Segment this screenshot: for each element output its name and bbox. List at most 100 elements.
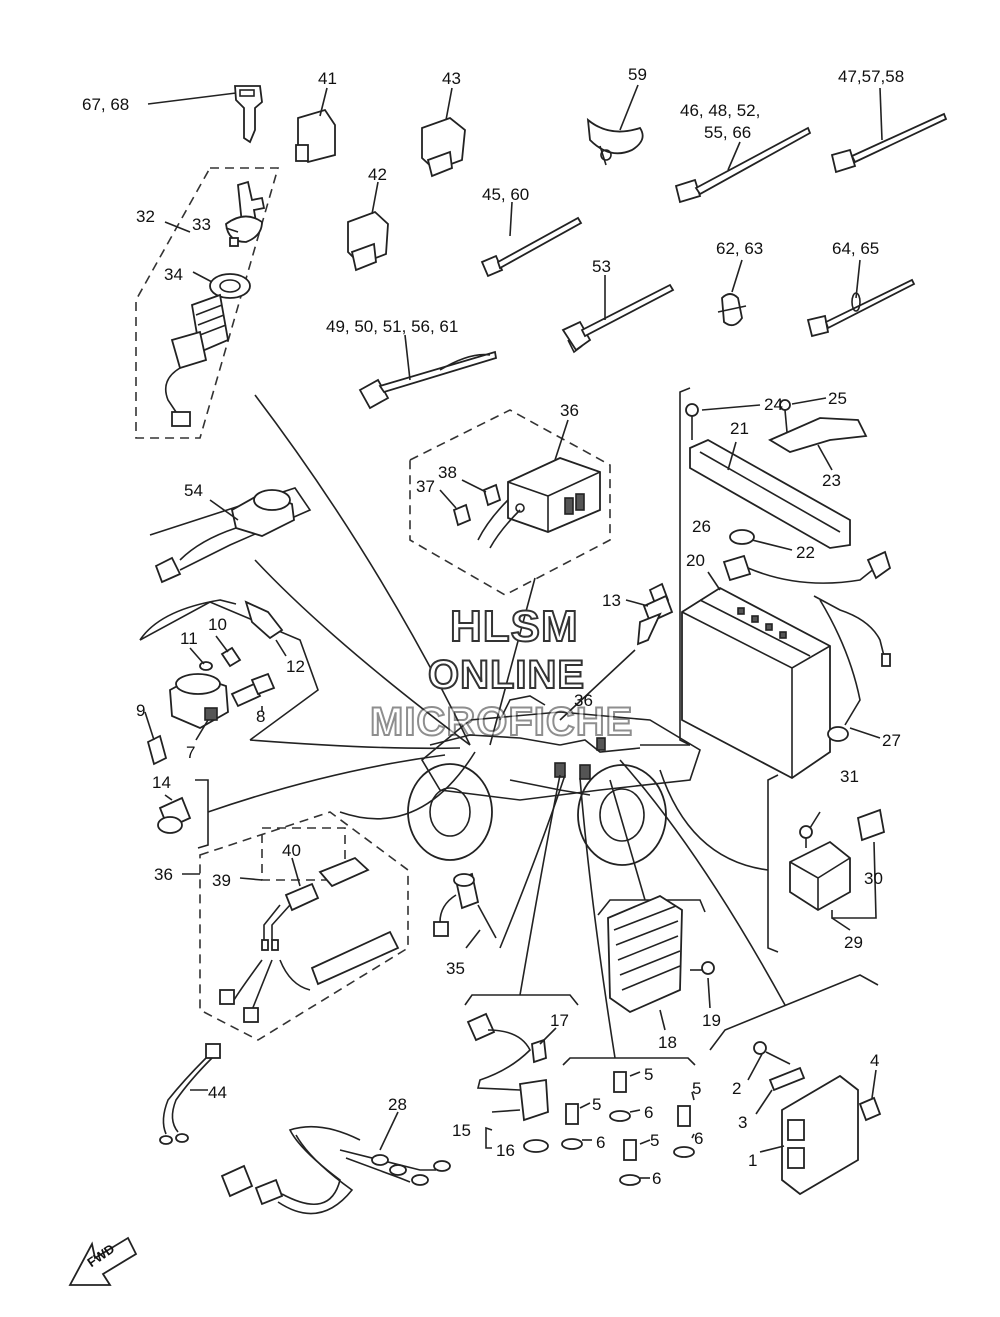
callout-5-b[interactable]: 5: [692, 1079, 702, 1098]
callout-5-d[interactable]: 5: [650, 1131, 660, 1150]
callout-43[interactable]: 43: [442, 69, 461, 88]
sub-harness-illustration: [219, 856, 400, 1023]
callout-6-b[interactable]: 6: [596, 1133, 606, 1152]
callout-34[interactable]: 34: [164, 265, 183, 284]
cable-tie-53-illustration: [561, 283, 675, 354]
callout-1[interactable]: 1: [748, 1151, 758, 1170]
callout-29[interactable]: 29: [844, 933, 863, 952]
callout-20[interactable]: 20: [686, 551, 705, 570]
callout-22[interactable]: 22: [796, 543, 815, 562]
callout-5-c[interactable]: 5: [592, 1095, 602, 1114]
callout-42[interactable]: 42: [368, 165, 387, 184]
callout-26[interactable]: 26: [692, 517, 711, 536]
callout-7[interactable]: 7: [186, 743, 196, 762]
callout-21[interactable]: 21: [730, 419, 749, 438]
atv-illustration: [407, 695, 701, 866]
key-switch-group-outline: [135, 167, 280, 439]
speed-sensor-illustration: [466, 1012, 549, 1153]
leader-neutral-switch: [499, 774, 566, 949]
callout-32[interactable]: 32: [136, 207, 155, 226]
callout-8[interactable]: 8: [256, 707, 266, 726]
callout-59[interactable]: 59: [628, 65, 647, 84]
watermark-line3: MICROFICHE: [369, 700, 634, 744]
callout-19[interactable]: 19: [702, 1011, 721, 1030]
watermark-line1: HLSM: [449, 602, 579, 651]
callout-45-60[interactable]: 45, 60: [482, 185, 530, 204]
callout-4[interactable]: 4: [870, 1051, 880, 1070]
callout-37[interactable]: 37: [416, 477, 435, 496]
battery-cover-illustration: [768, 399, 868, 453]
bolts-and-washers-illustration: [561, 1071, 695, 1186]
callout-14[interactable]: 14: [152, 773, 171, 792]
callout-38[interactable]: 38: [438, 463, 457, 482]
callout-54[interactable]: 54: [184, 481, 203, 500]
callout-41[interactable]: 41: [318, 69, 337, 88]
callout-11[interactable]: 11: [180, 629, 198, 648]
callout-28[interactable]: 28: [388, 1095, 407, 1114]
callout-53[interactable]: 53: [592, 257, 611, 276]
sub-harness-group-outline: [199, 811, 409, 1041]
callout-35[interactable]: 35: [446, 959, 465, 978]
callout-16[interactable]: 16: [496, 1141, 515, 1160]
callout-40[interactable]: 40: [282, 841, 301, 860]
callout-36-fuse-box[interactable]: 36: [560, 401, 579, 420]
callout-49-50-51-56-61[interactable]: 49, 50, 51, 56, 61: [326, 317, 459, 336]
speed-sensor-group-bracket: [464, 994, 579, 1006]
ignition-key-illustration: [234, 85, 263, 144]
callout-67-68[interactable]: 67, 68: [82, 95, 130, 114]
relay-group-bracket: [767, 774, 779, 953]
leader-keyswitch: [254, 394, 471, 746]
cdi-unit-illustration: [753, 1041, 882, 1196]
callout-62-63[interactable]: 62, 63: [716, 239, 764, 258]
callout-6-a[interactable]: 6: [644, 1103, 654, 1122]
callout-9[interactable]: 9: [136, 701, 146, 720]
cable-tie-64-illustration: [806, 278, 916, 338]
callout-39[interactable]: 39: [212, 871, 231, 890]
callout-55-66[interactable]: 55, 66: [704, 123, 752, 142]
callout-44[interactable]: 44: [208, 1083, 227, 1102]
leader-coil: [249, 739, 461, 750]
callout-15[interactable]: 15: [452, 1121, 471, 1140]
cable-tie-46-illustration: [674, 126, 812, 204]
cable-tie-49-illustration: [358, 350, 498, 410]
callout-24[interactable]: 24: [764, 395, 783, 414]
callout-5-a[interactable]: 5: [644, 1065, 654, 1084]
callout-27[interactable]: 27: [882, 731, 901, 750]
ignition-coil-illustration: [139, 599, 284, 766]
callout-13[interactable]: 13: [602, 591, 621, 610]
leader-sensor14: [207, 754, 446, 813]
callout-30[interactable]: 30: [864, 869, 883, 888]
callout-6-d[interactable]: 6: [652, 1169, 662, 1188]
callout-33[interactable]: 33: [192, 215, 211, 234]
battery-bracket-illustration: [685, 403, 851, 549]
callout-25[interactable]: 25: [828, 389, 847, 408]
rectifier-regulator-illustration: [607, 894, 715, 1014]
leader-fusebox: [489, 577, 536, 746]
relay-42-illustration: [347, 210, 389, 272]
battery-illustration: [681, 586, 831, 780]
callout-17[interactable]: 17: [550, 1011, 569, 1030]
callout-10[interactable]: 10: [208, 615, 227, 634]
callout-2[interactable]: 2: [732, 1079, 742, 1098]
callout-36-harness[interactable]: 36: [574, 691, 593, 710]
dc-socket-illustration: [154, 489, 295, 584]
callout-3[interactable]: 3: [738, 1113, 748, 1132]
fwd-arrow-icon: [68, 1236, 138, 1286]
relay-43-illustration: [421, 116, 466, 178]
callout-36-sub-harness[interactable]: 36: [154, 865, 173, 884]
callout-46-48-52[interactable]: 46, 48, 52,: [680, 101, 761, 120]
cdi-group-bracket: [709, 974, 879, 1051]
callout-31[interactable]: 31: [840, 767, 859, 786]
leader-regulator: [609, 779, 646, 901]
callout-6-c[interactable]: 6: [694, 1129, 704, 1148]
neutral-switch-illustration: [433, 872, 497, 939]
callout-47-57-58[interactable]: 47,57,58: [838, 67, 905, 86]
battery-cable-illustration: [722, 529, 892, 742]
callout-64-65[interactable]: 64, 65: [832, 239, 880, 258]
callout-23[interactable]: 23: [822, 471, 841, 490]
callout-18[interactable]: 18: [658, 1033, 677, 1052]
clip-62-illustration: [717, 293, 747, 327]
callout-12[interactable]: 12: [286, 657, 305, 676]
